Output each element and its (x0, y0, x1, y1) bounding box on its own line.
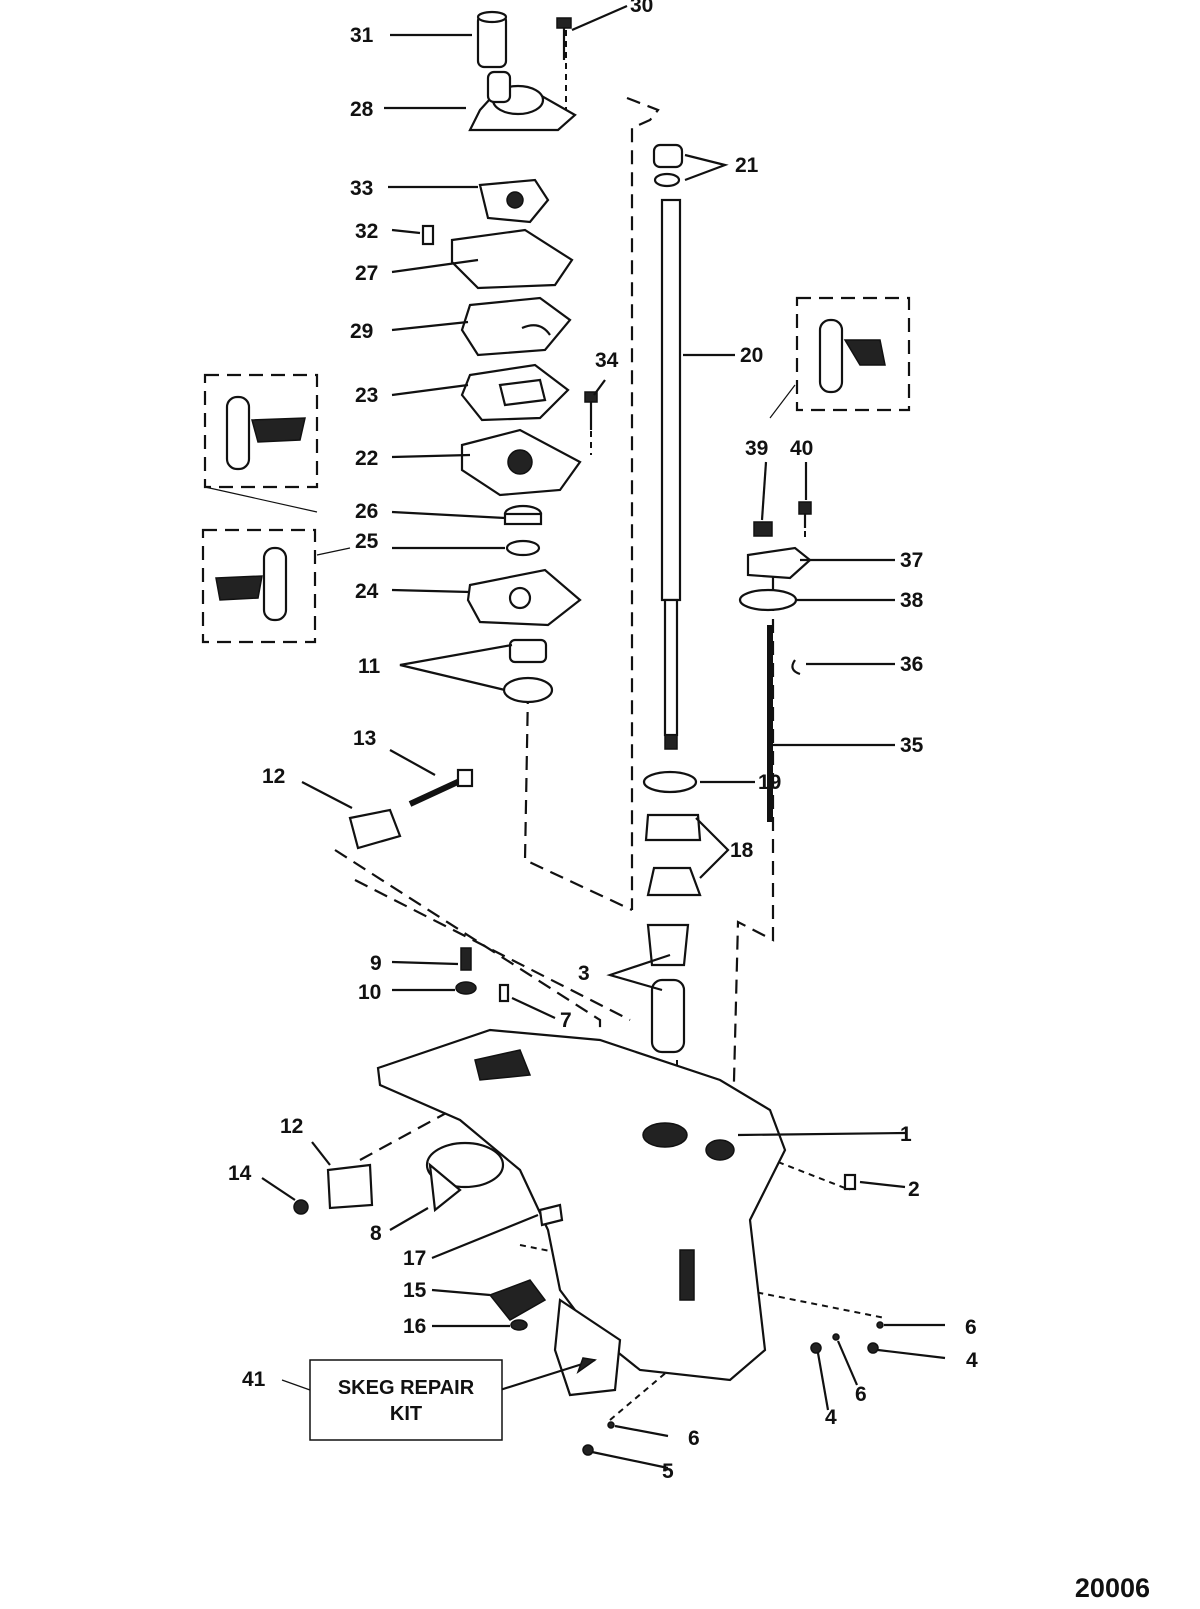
part-13-bolt (408, 768, 474, 807)
callout-37: 37 (900, 549, 923, 572)
part-32-key (421, 224, 435, 246)
part-38-o-ring (738, 588, 798, 612)
callout-20: 20 (740, 344, 763, 367)
inset-box-25 (201, 528, 317, 644)
callout-27: 27 (355, 262, 378, 285)
callout-23: 23 (355, 384, 378, 407)
callout-15: 15 (403, 1279, 427, 1302)
part-23-gasket (460, 363, 570, 422)
callout-21: 21 (735, 154, 759, 177)
part-25-ring (505, 539, 541, 557)
part-31-sleeve (476, 10, 508, 69)
part-4-screws (810, 1342, 879, 1354)
figure-number: 20006 (1075, 1573, 1150, 1603)
leader-lines (204, 4, 946, 1470)
callout-34: 34 (595, 349, 619, 372)
callout-41: 41 (242, 1368, 266, 1391)
callout-16: 16 (403, 1315, 426, 1338)
part-30-screw (556, 17, 572, 60)
callout-7: 7 (560, 1009, 572, 1032)
callout-30: 30 (630, 0, 653, 17)
part-7-pin (498, 983, 510, 1003)
part-2-pin (843, 1173, 857, 1191)
part-34-screw (584, 391, 598, 430)
part-39-grommet (753, 521, 773, 537)
skeg-kit-line1: SKEG REPAIR (338, 1377, 475, 1399)
callout-39: 39 (745, 437, 768, 460)
callout-19: 19 (758, 771, 781, 794)
inset-box-39 (795, 296, 911, 412)
part-21-sleeve-ring (652, 143, 684, 188)
callout-38: 38 (900, 589, 924, 612)
callout-40: 40 (790, 437, 813, 460)
part-16-nut (510, 1319, 528, 1331)
skeg-kit-line2: KIT (390, 1403, 422, 1425)
part-29-plate (460, 296, 572, 357)
callout-18: 18 (730, 839, 754, 862)
callout-28: 28 (350, 98, 374, 121)
part-12-anode-lower (326, 1163, 374, 1210)
callout-9: 9 (370, 952, 382, 975)
part-20-driveshaft (660, 198, 682, 750)
part-27-gasket (450, 228, 574, 290)
callout-11: 11 (358, 655, 381, 678)
callout-17: 17 (403, 1247, 426, 1270)
callout-labels: 1 2 3 4 4 5 6 6 6 7 8 9 10 11 12 12 13 1… (228, 0, 978, 1483)
part-24-gasket (466, 568, 582, 627)
callout-26: 26 (355, 500, 378, 523)
part-5-screw (582, 1444, 594, 1456)
part-1-gear-housing (376, 1028, 787, 1397)
callout-31: 31 (350, 24, 374, 47)
assembly-dashed-lines (334, 30, 886, 1421)
callout-32: 32 (355, 220, 378, 243)
callout-36: 36 (900, 653, 923, 676)
callout-14: 14 (228, 1162, 252, 1185)
part-14-nut (293, 1199, 309, 1215)
callout-3: 3 (578, 962, 590, 985)
callout-12a: 12 (262, 765, 285, 788)
callout-12b: 12 (280, 1115, 303, 1138)
callout-2: 2 (908, 1178, 920, 1201)
part-15-water-inlet (488, 1279, 547, 1321)
skeg-repair-kit-box: SKEG REPAIR KIT (309, 1359, 503, 1441)
part-12-anode-upper (348, 808, 402, 850)
callout-24: 24 (355, 580, 379, 603)
part-36-clip (791, 659, 801, 676)
part-19-ring (642, 770, 698, 794)
part-9-screw (460, 947, 472, 971)
callout-25: 25 (355, 530, 379, 553)
part-6-washers (607, 1321, 884, 1429)
callout-4b: 4 (825, 1406, 837, 1429)
callout-29: 29 (350, 320, 373, 343)
part-37-bracket (746, 546, 812, 580)
part-33-impeller (478, 178, 550, 224)
callout-33: 33 (350, 177, 373, 200)
callout-5: 5 (662, 1460, 674, 1483)
callout-35: 35 (900, 734, 924, 757)
callout-6b: 6 (855, 1383, 867, 1406)
part-18-bearing (644, 813, 702, 897)
part-22-pump-base (460, 428, 582, 497)
part-11-seals (502, 638, 554, 704)
part-10-washer (455, 981, 477, 995)
part-28-water-pump-housing (468, 70, 577, 132)
part-3-sleeve (646, 923, 690, 1054)
inset-box-26 (203, 373, 319, 489)
part-26-bearing (503, 504, 543, 526)
callout-6a: 6 (965, 1316, 977, 1339)
callout-8: 8 (370, 1222, 382, 1245)
callout-1: 1 (900, 1123, 912, 1146)
part-40-screw (798, 501, 812, 528)
part-8-trim-tab (425, 1141, 505, 1213)
callout-22: 22 (355, 447, 378, 470)
callout-10: 10 (358, 981, 381, 1004)
callout-6c: 6 (688, 1427, 700, 1450)
part-17-insert (538, 1203, 564, 1227)
callout-4a: 4 (966, 1349, 978, 1372)
callout-13: 13 (353, 727, 376, 750)
